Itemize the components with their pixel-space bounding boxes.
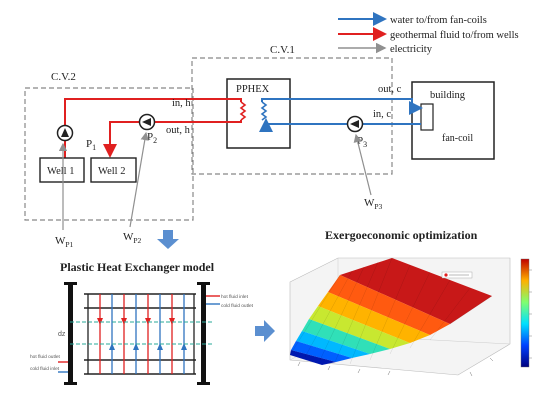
phex-dz-label: dz (58, 331, 66, 338)
opt-plot (289, 257, 532, 377)
electricity-wp3-line (353, 133, 372, 196)
pump-p2 (138, 113, 156, 131)
in-h-label: in, h (172, 98, 191, 109)
fan-coil-label: fan-coil (442, 133, 473, 144)
well-1-box (39, 157, 85, 183)
p2-label: P2 (147, 131, 157, 145)
pphex-cold-coil (260, 101, 268, 121)
phex-cold-inlet-label: cold fluid inlet (30, 366, 60, 372)
right-arrow (255, 320, 275, 342)
well-2-box (90, 157, 137, 183)
legend-water-label: water to/from fan-coils (390, 15, 487, 26)
pump-p3 (346, 115, 364, 133)
pphex-label: PPHEX (236, 84, 270, 95)
out-c-label: out, c (378, 84, 402, 95)
water-return-line (259, 118, 421, 132)
out-h-label: out, h (166, 125, 191, 136)
phex-model (58, 282, 220, 385)
phex-title: Plastic Heat Exchanger model (60, 260, 215, 274)
building-label: building (430, 90, 466, 101)
fan-coil-box (420, 103, 434, 131)
cv2-boundary (24, 87, 194, 221)
down-arrow (157, 230, 179, 249)
cv1-label: C.V.1 (270, 44, 295, 56)
legend-electricity-label: electricity (390, 44, 433, 55)
legend: water to/from fan-coils geothermal fluid… (338, 12, 519, 55)
water-supply-line (261, 98, 423, 115)
phex-hot-outlet-label: hot fluid outlet (30, 354, 61, 360)
pphex-hot-coil (239, 101, 247, 121)
in-c-label: in, c (373, 109, 391, 120)
opt-title: Exergoeconomic optimization (325, 228, 478, 242)
p1-label: P1 (86, 138, 96, 152)
well-2-label: Well 2 (98, 166, 125, 177)
pphex-box (226, 78, 291, 149)
pump-p1 (56, 124, 74, 142)
phex-cold-outlet-label: cold fluid outlet (221, 303, 254, 309)
cv2-label: C.V.2 (51, 71, 76, 83)
wp1-label: WP1 (55, 235, 74, 249)
electricity-wp2-line (129, 131, 149, 228)
wp2-label: WP2 (123, 231, 142, 245)
cv1-boundary (191, 57, 393, 175)
phex-hot-inlet-label: hot fluid inlet (221, 294, 249, 300)
geothermal-return-line (103, 120, 242, 158)
well-1-label: Well 1 (47, 166, 74, 177)
wp3-label: WP3 (364, 197, 383, 211)
legend-geothermal-label: geothermal fluid to/from wells (390, 30, 519, 41)
